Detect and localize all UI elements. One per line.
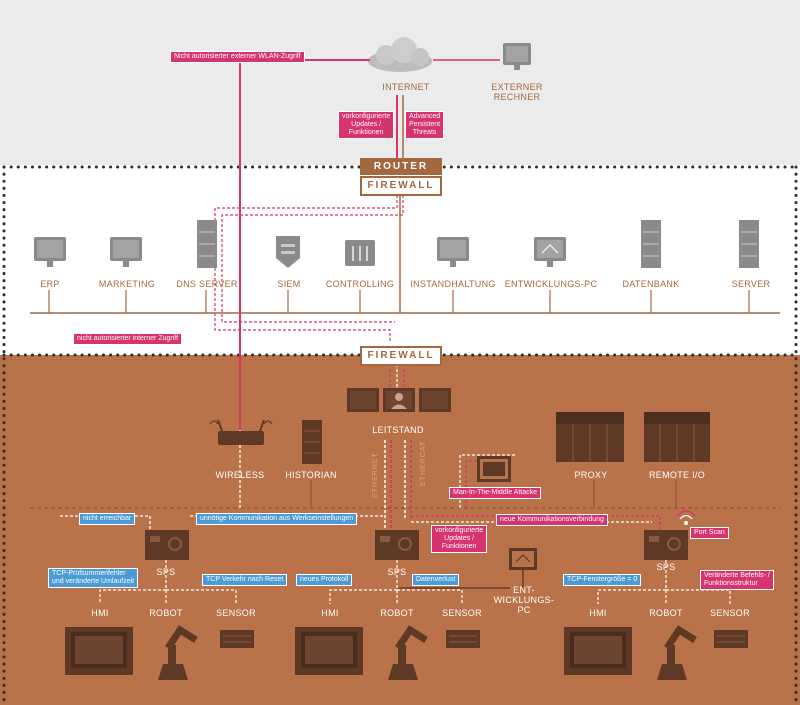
sps-right-label: SPS [656,562,676,572]
sps-middle-label: SPS [387,567,407,577]
internet-zone [0,0,800,165]
new-connection-threat-tag: neue Kommunikationsverbindung [496,514,608,526]
remote-io-label: REMOTE I/O [648,470,706,480]
internal-access-threat-tag: nicht autorisierter interner Zugriff [73,333,183,345]
leitstand-icon [347,388,451,412]
ethercat-label: ETHERCAT [420,440,427,486]
server-icon [739,220,759,268]
office-label-dns-server: DNS SERVER [176,279,238,289]
data-loss-tag: Datenverlust [412,574,460,586]
hmi-left-icon [65,627,133,675]
sensor-left-label: SENSOR [216,608,256,618]
new-protocol-tag: neues Protokoll [296,574,353,586]
sps-left-label: SPS [156,567,176,577]
sensor-middle-label: SENSOR [442,608,482,618]
sps-right-icon [644,530,688,560]
office-label-datenbank: DATENBANK [622,279,680,289]
hmi-left-label: HMI [91,608,109,618]
mitm-monitor-icon [477,456,511,482]
firewall-bottom-box: FIREWALL [360,346,442,366]
dns-server-icon [197,220,217,268]
router-box: ROUTER [360,158,442,175]
sensor-right-label: SENSOR [710,608,750,618]
unreachable-tag: nicht erreichbar [79,513,136,525]
hmi-right-icon [564,627,632,675]
proxy-label: PROXY [574,470,608,480]
mitm-threat-tag: Man-In-The-Middle Attacke [449,487,542,499]
firewall-top-box: FIREWALL [360,176,442,196]
port-scan-threat-tag: Port Scan [690,527,729,539]
external-pc-label: EXTERNER RECHNER [491,82,543,102]
erp-monitor-icon [34,237,66,267]
monitor-icon [503,43,531,70]
robot-right-label: ROBOT [649,608,683,618]
hmi-middle-icon [295,627,363,675]
hmi-middle-label: HMI [321,608,339,618]
apt-threat-tag: Advanced Persistent Threats [405,111,445,139]
ethernet-label: ETHERNET [372,452,379,498]
office-threat-path [214,195,398,342]
office-label-controlling: CONTROLLING [325,279,395,289]
office-drops [48,290,750,313]
proxy-rack-icon [556,412,624,462]
tcp-window-tag: TCP-Fenstergröße = 0 [563,574,642,586]
port-scan-wifi-icon [676,510,696,525]
hmi-right-label: HMI [589,608,607,618]
remote-io-rack-icon [644,412,710,462]
historian-label: HISTORIAN [285,470,337,480]
dev-monitor-icon [534,237,566,267]
dev-pc-label: ENT- WICKLUNGS- PC [493,585,555,615]
office-label-erp: ERP [40,279,60,289]
updates-production-threat-tag: vorkonfigurierte Updates / Funktionen [431,525,488,553]
command-change-threat-tag: Veränderte Befehls- / Funktionsstruktur [700,570,774,590]
sensor-left-icon [220,630,254,648]
factory-comm-tag: unnötige Kommunikation aus Werkseinstell… [196,513,358,525]
controlling-icon [345,240,375,266]
office-label-entwicklungs-pc: ENTWICKLUNGS-PC [504,279,598,289]
office-label-server: SERVER [731,279,771,289]
robot-left-icon [158,625,198,680]
marketing-monitor-icon [110,237,142,267]
robot-right-icon [657,625,697,680]
robot-middle-label: ROBOT [380,608,414,618]
internet-label: INTERNET [382,82,430,92]
office-label-marketing: MARKETING [98,279,156,289]
sensor-middle-icon [446,630,480,648]
tcp-checksum-tag: TCP-Prüfsummenfehler und veränderte Umla… [48,568,139,588]
wlan-threat-tag: Nicht autorisierter externer WLAN-Zugrif… [170,51,305,63]
datenbank-server-icon [641,220,661,268]
tcp-reset-tag: TCP Verkehr nach Reset [202,574,288,586]
updates-threat-tag: vorkonfigurierte Updates / Funktionen [338,111,395,139]
siem-shield-icon [276,236,300,268]
sps-middle-icon [375,530,419,560]
historian-server-icon [302,420,322,464]
instandhaltung-monitor-icon [437,237,469,267]
office-label-siem: SIEM [277,279,301,289]
office-label-instandhaltung: INSTANDHALTUNG [410,279,496,289]
cloud-icon [368,37,432,72]
wireless-label: WIRELESS [215,470,265,480]
dev-pc-icon [509,548,537,570]
sps-left-icon [145,530,189,560]
sensor-right-icon [714,630,748,648]
wifi-router-icon [209,419,273,445]
leitstand-label: LEITSTAND [372,425,424,435]
robot-left-label: ROBOT [149,608,183,618]
robot-middle-icon [388,625,428,680]
